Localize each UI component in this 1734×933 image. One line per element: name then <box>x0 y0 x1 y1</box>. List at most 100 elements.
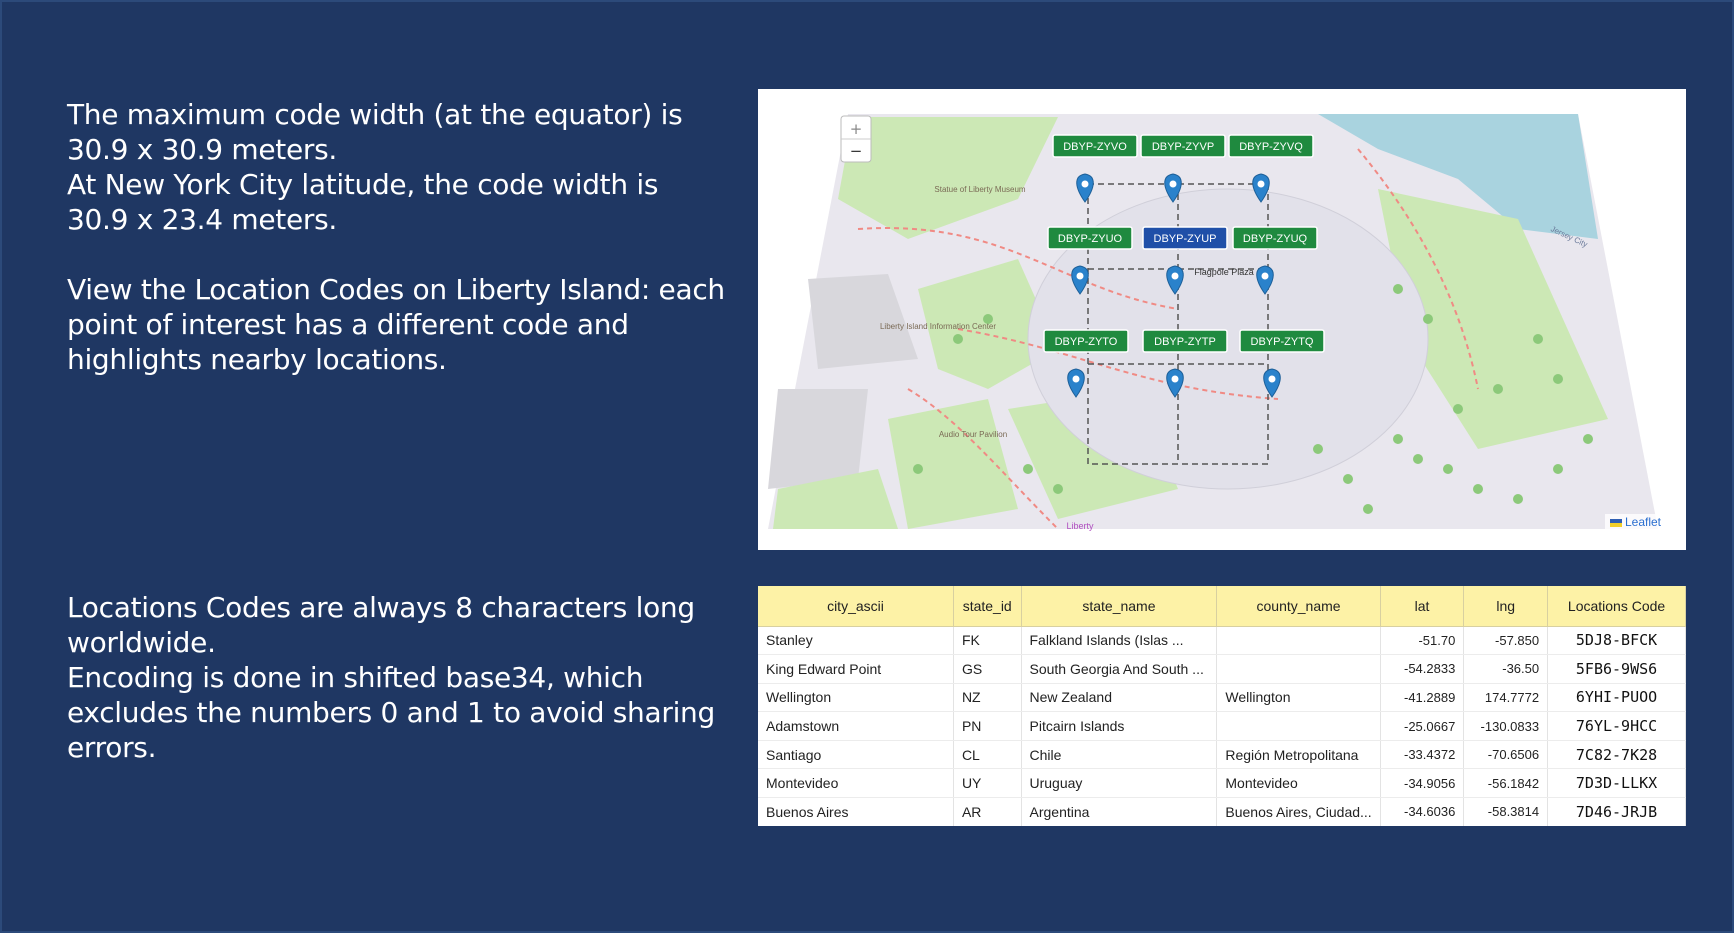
code-length-text: Locations Codes are always 8 characters … <box>67 591 695 659</box>
table-cell-county_name <box>1216 626 1381 656</box>
code-label-box[interactable] <box>1232 226 1318 250</box>
table-cell-state_id: NZ <box>953 683 1022 713</box>
code-marker[interactable]: DBYP-ZYUO <box>1047 226 1133 295</box>
table-cell-lng: -56.1842 <box>1463 768 1549 799</box>
table-cell-county_name <box>1216 711 1381 741</box>
map-pin-dot <box>1268 375 1276 383</box>
map-pin-dot <box>1076 272 1084 280</box>
table-cell-county_name: Buenos Aires, Ciudad... <box>1216 797 1381 826</box>
code-width-description: The maximum code width (at the equator) … <box>67 97 727 377</box>
table-cell-locations-code: 76YL-9HCC <box>1547 711 1686 741</box>
code-marker[interactable]: DBYP-ZYTO <box>1043 329 1129 398</box>
zoom-out-button[interactable]: − <box>850 142 863 160</box>
code-label-box[interactable] <box>1142 226 1228 250</box>
column-header[interactable]: city_ascii <box>758 586 954 627</box>
zoom-control[interactable]: + − <box>840 115 872 163</box>
map-pin-icon[interactable] <box>1164 173 1182 203</box>
map-pin-icon[interactable] <box>1076 173 1094 203</box>
table-cell-city_ascii: Santiago <box>758 740 954 770</box>
code-label-text: DBYP-ZYVQ <box>1239 141 1303 153</box>
plaza-area <box>1027 188 1429 490</box>
museum-label: Statue of Liberty Museum <box>934 185 1025 194</box>
table-cell-state_id: PN <box>953 711 1022 741</box>
table-cell-locations-code: 5FB6-9WS6 <box>1547 654 1686 684</box>
column-header[interactable]: Locations Code <box>1547 586 1686 627</box>
code-label-box[interactable] <box>1239 329 1325 353</box>
column-header[interactable]: state_name <box>1021 586 1218 627</box>
green-area <box>838 117 1058 239</box>
table-cell-state_name: New Zealand <box>1021 683 1218 713</box>
code-marker[interactable]: DBYP-ZYUQ <box>1232 226 1318 295</box>
code-marker[interactable]: DBYP-ZYVQ <box>1228 134 1314 203</box>
leaflet-attribution[interactable]: Leaflet <box>1604 514 1666 530</box>
leaflet-link[interactable]: Leaflet <box>1624 515 1661 529</box>
table-cell-county_name <box>1216 654 1381 684</box>
table-cell-lat: -51.70 <box>1380 626 1465 656</box>
code-label-box[interactable] <box>1140 134 1226 158</box>
code-label-box[interactable] <box>1047 226 1133 250</box>
code-label-text: DBYP-ZYVP <box>1152 141 1214 153</box>
code-label-box[interactable] <box>1142 329 1228 353</box>
table-cell-county_name: Wellington <box>1216 683 1381 713</box>
code-marker[interactable]: DBYP-ZYVP <box>1140 134 1226 203</box>
column-header[interactable]: county_name <box>1216 586 1381 627</box>
column-header[interactable]: lng <box>1463 586 1549 627</box>
code-marker[interactable]: DBYP-ZYVO <box>1052 134 1138 203</box>
table-cell-lat: -25.0667 <box>1380 711 1465 741</box>
map-pin-icon[interactable] <box>1256 265 1274 295</box>
column-header[interactable]: lat <box>1380 586 1465 627</box>
code-label-text: DBYP-ZYTO <box>1055 336 1118 348</box>
table-cell-lat: -34.6036 <box>1380 797 1465 826</box>
map-pin-icon[interactable] <box>1252 173 1270 203</box>
code-label-text: DBYP-ZYUQ <box>1243 233 1308 245</box>
map-pin-icon[interactable] <box>1071 265 1089 295</box>
green-area <box>888 399 1018 529</box>
table-cell-locations-code: 5DJ8-BFCK <box>1547 626 1686 656</box>
map-canvas[interactable]: Statue of Liberty Museum Liberty Island … <box>758 89 1686 550</box>
table-cell-state_name: Pitcairn Islands <box>1021 711 1218 741</box>
plaza-label: Flagpole Plaza <box>1194 267 1254 277</box>
liberty-island-text: View the Location Codes on Liberty Islan… <box>67 273 725 376</box>
map-pin-dot <box>1081 180 1089 188</box>
code-label-box[interactable] <box>1228 134 1314 158</box>
table-cell-state_name: South Georgia And South ... <box>1021 654 1218 684</box>
liberty-island-map[interactable]: Statue of Liberty Museum Liberty Island … <box>758 89 1686 550</box>
map-pin-icon[interactable] <box>1067 368 1085 398</box>
table-cell-state_name: Chile <box>1021 740 1218 770</box>
map-pin-dot <box>1257 180 1265 188</box>
green-area <box>773 469 898 529</box>
table-cell-lng: -36.50 <box>1463 654 1549 684</box>
map-pin-icon[interactable] <box>1166 368 1184 398</box>
table-cell-state_name: Uruguay <box>1021 768 1218 799</box>
map-pin-dot <box>1171 375 1179 383</box>
table-cell-state_id: FK <box>953 626 1022 656</box>
code-label-box[interactable] <box>1052 134 1138 158</box>
map-pin-dot <box>1169 180 1177 188</box>
table-cell-state_id: UY <box>953 768 1022 799</box>
table-cell-city_ascii: Wellington <box>758 683 954 713</box>
code-marker[interactable]: DBYP-ZYTQ <box>1239 329 1325 398</box>
code-label-box[interactable] <box>1043 329 1129 353</box>
code-label-text: DBYP-ZYTP <box>1154 336 1216 348</box>
zoom-in-button[interactable]: + <box>850 120 863 138</box>
table-cell-lng: -57.850 <box>1463 626 1549 656</box>
equator-width-text: The maximum code width (at the equator) … <box>67 98 683 166</box>
map-pin-icon[interactable] <box>1166 265 1184 295</box>
column-header[interactable]: state_id <box>953 586 1022 627</box>
table-cell-lat: -33.4372 <box>1380 740 1465 770</box>
trees <box>913 284 1593 514</box>
code-marker[interactable]: DBYP-ZYUP <box>1142 226 1228 295</box>
map-pin-icon[interactable] <box>1263 368 1281 398</box>
table-cell-lng: 174.7772 <box>1463 683 1549 713</box>
code-marker[interactable]: DBYP-ZYTP <box>1142 329 1228 398</box>
table-cell-city_ascii: King Edward Point <box>758 654 954 684</box>
